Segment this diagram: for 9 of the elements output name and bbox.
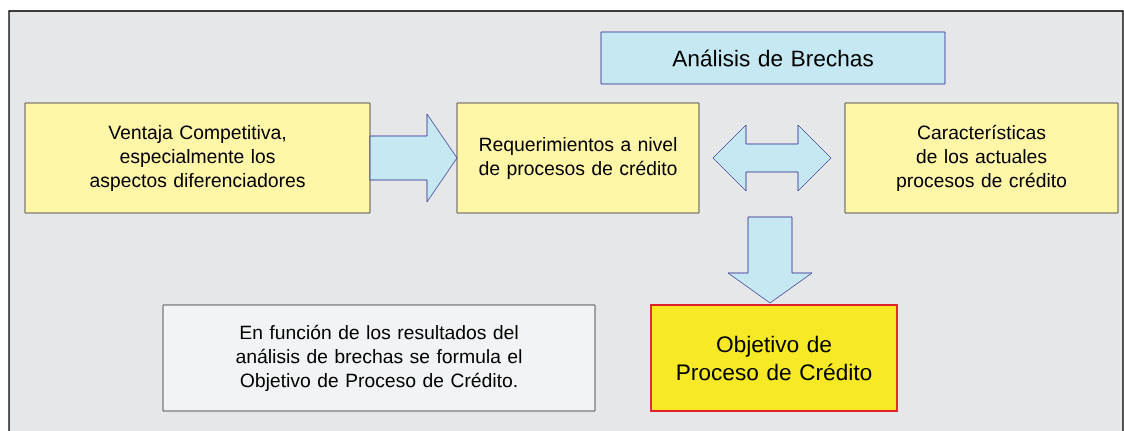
block-arrow bbox=[369, 113, 458, 203]
heading-box: Análisis de Brechas bbox=[600, 31, 946, 85]
process-box: Requerimientos a nivel de procesos de crédito bbox=[456, 102, 700, 214]
note-box: En función de los resultados del análisis de brechas se formula el Objetivo de Proceso de Crédito. bbox=[162, 304, 596, 412]
process-box: Características de los actuales procesos de crédito bbox=[844, 102, 1119, 214]
block-arrow bbox=[727, 216, 813, 304]
process-box: Ventaja Competitiva, especialmente los aspectos diferenciadores bbox=[24, 102, 371, 214]
block-arrow bbox=[712, 124, 832, 192]
result-box: Objetivo de Proceso de Crédito bbox=[650, 304, 898, 412]
